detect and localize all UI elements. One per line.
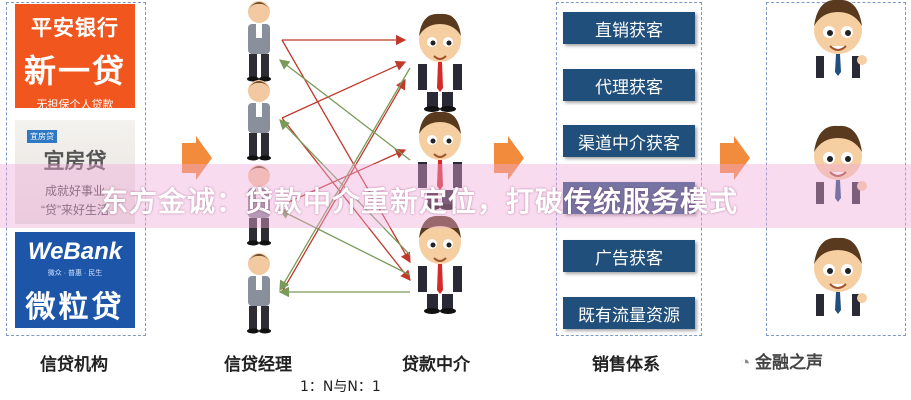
manager-figure: [247, 253, 271, 334]
broker-figure: [417, 12, 463, 113]
customer-figure: [813, 236, 868, 321]
pingan-logo: 平安银行 新一贷 无担保个人贷款: [15, 4, 135, 111]
arrow-3: [720, 136, 750, 180]
arrow-2: [494, 136, 524, 180]
label-sales: 销售体系: [592, 355, 660, 374]
channel-broker: 渠道中介获客: [563, 125, 695, 157]
label-lenders: 信贷机构: [40, 355, 108, 374]
channel-hidden: [563, 182, 695, 214]
channel-traffic: 既有流量资源: [563, 297, 695, 329]
sales-group: [556, 2, 702, 336]
fangdai-name: 宜房贷: [43, 150, 107, 173]
fangdai-tag: 宜房贷: [27, 130, 57, 143]
title-banner: [0, 164, 911, 228]
wechat-icon: ◔: [740, 353, 751, 372]
fangdai-logo: 宜房贷 宜房贷 成就好事业 “贷”来好生活: [15, 120, 135, 224]
channel-ads: 广告获客: [563, 240, 695, 272]
lenders-group: [6, 2, 146, 336]
webank-tagline: 微众 · 普惠 · 民生: [47, 270, 103, 277]
webank-logo: WeBank 微众 · 普惠 · 民生 微粒贷: [15, 232, 135, 328]
pingan-desc: 无担保个人贷款: [36, 99, 114, 111]
manager-figure: [247, 1, 271, 82]
webank-name: WeBank: [27, 238, 123, 265]
watermark-text: 金融之声: [755, 353, 824, 372]
label-managers: 信贷经理: [224, 355, 292, 374]
channel-direct: 直销获客: [563, 12, 695, 44]
broker-figure: [417, 214, 463, 315]
arrow-1: [182, 136, 212, 180]
pingan-name: 平安银行: [31, 17, 119, 40]
label-brokers: 贷款中介: [402, 355, 470, 374]
fangdai-slogan-1: 成就好事业: [44, 184, 105, 198]
customer-figure: [813, 0, 868, 83]
manager-figure: [247, 80, 271, 161]
pingan-product: 新一贷: [23, 53, 126, 89]
fangdai-slogan-2: “贷”来好生活: [41, 203, 109, 217]
ratio-label: 1：N与N：1: [300, 379, 381, 395]
banner-title: 东方金诚：贷款中介重新定位，打破传统服务模式: [100, 186, 739, 217]
watermark: ◔ 金融之声: [740, 348, 823, 373]
channel-agent: 代理获客: [563, 69, 695, 101]
webank-product: 微粒贷: [25, 291, 125, 324]
